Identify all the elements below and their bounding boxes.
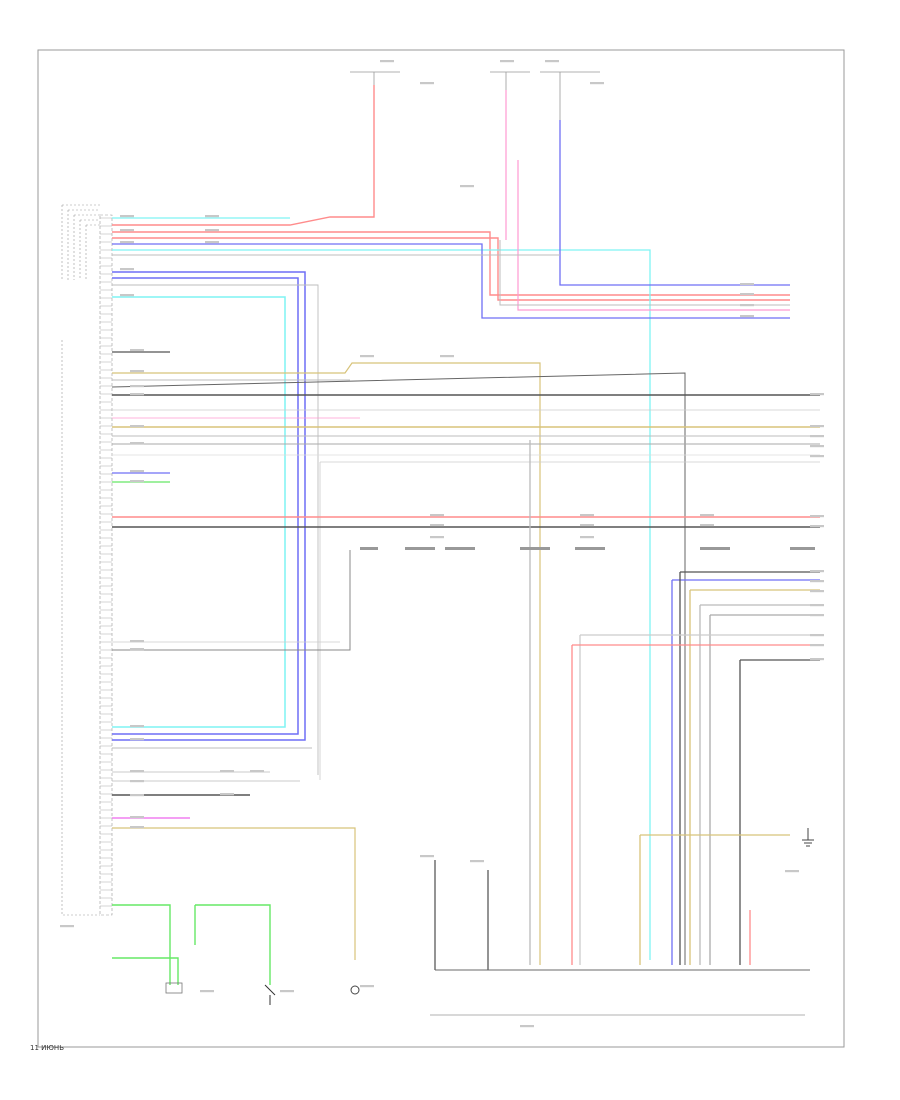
label-placeholder (280, 990, 294, 993)
wire-cyan-loop (112, 296, 286, 728)
label-placeholder (205, 241, 219, 244)
left-long-bracket (61, 340, 100, 916)
right-drop-wires (529, 440, 820, 965)
label-placeholder (810, 644, 824, 647)
label-placeholder (810, 604, 824, 607)
label-placeholder (420, 855, 434, 858)
label-placeholder (250, 770, 264, 773)
label-placeholder (130, 816, 144, 819)
label-placeholder (440, 355, 454, 358)
label-placeholder (130, 725, 144, 728)
control-unit-box (99, 214, 113, 916)
label-placeholder (130, 442, 144, 445)
label-placeholder (810, 455, 824, 458)
wire-pink-top (505, 90, 790, 311)
label-placeholder (380, 60, 394, 63)
label-placeholder (810, 590, 824, 593)
label-placeholder (700, 524, 714, 527)
label-placeholder (580, 514, 594, 517)
wire-cyan-top (112, 217, 651, 960)
label-placeholder (130, 385, 144, 388)
ground-icon (802, 828, 814, 847)
label-placeholder (580, 524, 594, 527)
label-placeholder (130, 648, 144, 651)
label-placeholder (130, 770, 144, 773)
label-placeholder (130, 470, 144, 473)
label-placeholder (130, 480, 144, 483)
label-placeholder (130, 640, 144, 643)
label-placeholder (740, 293, 754, 296)
label-placeholder (740, 304, 754, 307)
diagram-frame (37, 49, 845, 1048)
label-placeholder (740, 283, 754, 286)
label-placeholder (430, 536, 444, 539)
label-placeholder (545, 60, 559, 63)
label-placeholder (220, 793, 234, 796)
connector-icon (165, 982, 183, 994)
label-placeholder (60, 925, 74, 928)
wire-red-top (112, 85, 790, 301)
label-placeholder (810, 445, 824, 448)
wire-gray-top (112, 240, 790, 306)
label-placeholder (130, 794, 144, 797)
label-placeholder (205, 229, 219, 232)
label-placeholder (120, 268, 134, 271)
label-placeholder (470, 860, 484, 863)
label-placeholder (520, 1025, 534, 1028)
label-placeholder (700, 514, 714, 517)
label-placeholder (130, 780, 144, 783)
label-placeholder (120, 229, 134, 232)
label-placeholder (130, 370, 144, 373)
short-stub-wires (112, 351, 356, 960)
control-unit (61, 204, 113, 916)
pin-ticks (100, 217, 112, 907)
label-placeholder (130, 393, 144, 396)
wire-gray-loop (112, 284, 319, 775)
wire-blue-loop (112, 271, 306, 741)
label-placeholder (810, 525, 824, 528)
label-placeholder (220, 770, 234, 773)
label-placeholder (130, 425, 144, 428)
label-placeholder (130, 738, 144, 741)
tiny-labels (60, 60, 824, 1028)
green-switch-circuit (112, 904, 271, 985)
left-bracket-lines (61, 204, 100, 280)
label-placeholder (430, 524, 444, 527)
label-placeholder (810, 634, 824, 637)
label-placeholder (130, 349, 144, 352)
label-placeholder (360, 355, 374, 358)
label-placeholder (120, 241, 134, 244)
label-placeholder (200, 990, 214, 993)
label-placeholder (810, 393, 824, 396)
label-placeholder (130, 826, 144, 829)
switch-icon (264, 984, 276, 1005)
label-placeholder (810, 515, 824, 518)
splice-connectors (360, 547, 815, 550)
label-placeholder (590, 82, 604, 85)
figure-label: 11 ИЮНЬ (30, 1044, 64, 1052)
label-placeholder (205, 215, 219, 218)
label-placeholder (810, 580, 824, 583)
wire-blue-top (112, 120, 790, 319)
label-placeholder (580, 536, 594, 539)
label-placeholder (810, 425, 824, 428)
label-placeholder (360, 985, 374, 988)
sensor-icon (350, 985, 360, 995)
label-placeholder (500, 60, 514, 63)
ground-bar (430, 860, 810, 1016)
label-placeholder (420, 82, 434, 85)
label-placeholder (430, 514, 444, 517)
top-connectors (350, 71, 600, 120)
label-placeholder (120, 215, 134, 218)
label-placeholder (810, 614, 824, 617)
label-placeholder (120, 294, 134, 297)
label-placeholder (810, 658, 824, 661)
label-placeholder (810, 435, 824, 438)
label-placeholder (810, 570, 824, 573)
label-placeholder (740, 315, 754, 318)
label-placeholder (785, 870, 799, 873)
bus-lines (111, 362, 820, 965)
label-placeholder (460, 185, 474, 188)
